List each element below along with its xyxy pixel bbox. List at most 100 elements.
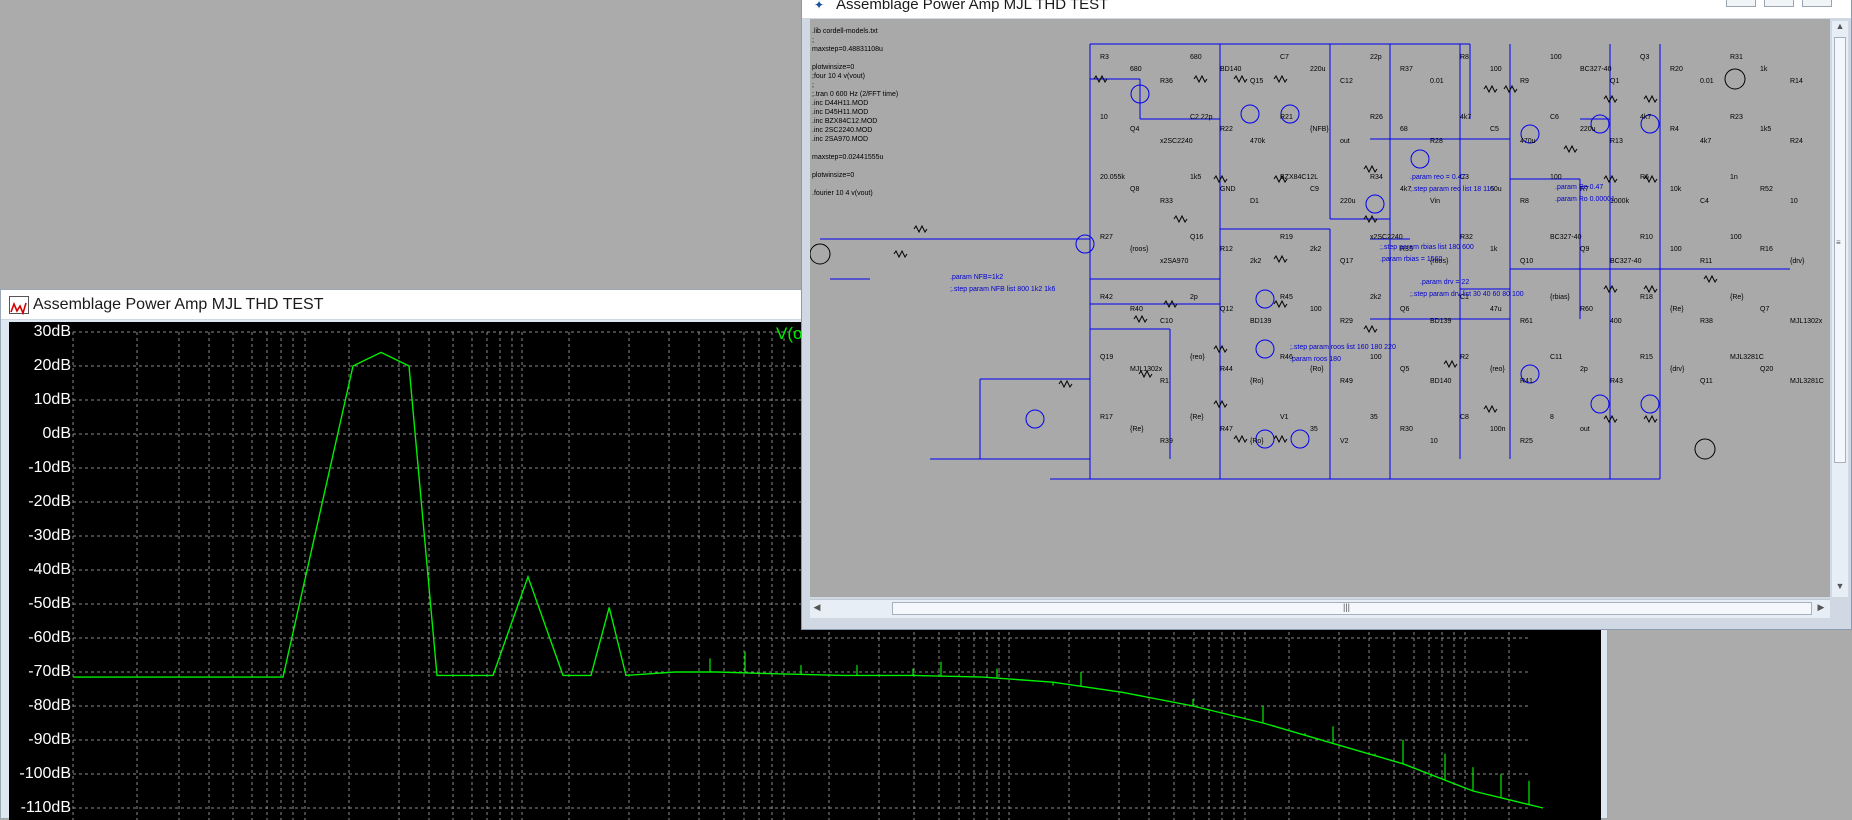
component-label[interactable]: 1n <box>1730 174 1738 181</box>
component-label[interactable]: 0.01 <box>1700 78 1714 85</box>
component-label[interactable]: V2 <box>1340 438 1349 445</box>
component-label[interactable]: x2SA970 <box>1160 258 1189 265</box>
component-label[interactable]: C9 <box>1310 186 1319 193</box>
component-label[interactable]: 680 <box>1130 66 1142 73</box>
resistor-symbol[interactable] <box>913 224 928 234</box>
component-label[interactable]: {Ro} <box>1310 366 1324 373</box>
component-label[interactable]: 10 <box>1430 438 1438 445</box>
spice-directive[interactable]: ;.step param drv list 30 40 60 80 100 <box>1410 291 1524 298</box>
component-label[interactable]: 2p <box>1580 366 1588 373</box>
component-label[interactable]: {Re} <box>1730 294 1744 301</box>
component-label[interactable]: Q7 <box>1760 306 1769 313</box>
component-label[interactable]: 68 <box>1400 126 1408 133</box>
component-label[interactable]: R52 <box>1760 186 1773 193</box>
spice-directive[interactable]: ;.step param NFB list 800 1k2 1k6 <box>950 286 1056 293</box>
component-label[interactable]: 10 <box>1790 198 1798 205</box>
component-label[interactable]: 35 <box>1310 426 1318 433</box>
component-label[interactable]: C1 <box>1460 294 1469 301</box>
component-label[interactable]: R25 <box>1520 438 1533 445</box>
component-label[interactable]: R39 <box>1160 438 1173 445</box>
component-label[interactable]: 2p <box>1190 294 1198 301</box>
component-label[interactable]: {roos} <box>1130 246 1149 253</box>
maximize-button[interactable] <box>1764 0 1794 7</box>
resistor-symbol[interactable] <box>1163 299 1178 309</box>
component-label[interactable]: BC327-40 <box>1580 66 1612 73</box>
resistor-symbol[interactable] <box>1603 414 1618 424</box>
component-label[interactable]: {Re} <box>1190 414 1204 421</box>
component-label[interactable]: R4 <box>1670 126 1679 133</box>
transistor-symbol[interactable] <box>1255 339 1275 359</box>
component-label[interactable]: R36 <box>1160 78 1173 85</box>
component-label[interactable]: Q6 <box>1400 306 1409 313</box>
component-label[interactable]: R20 <box>1670 66 1683 73</box>
component-label[interactable]: C2 22p <box>1190 114 1213 121</box>
component-label[interactable]: BZX84C12L <box>1280 174 1318 181</box>
scroll-down-icon[interactable]: ▼ <box>1835 581 1845 591</box>
component-label[interactable]: 100n <box>1490 426 1506 433</box>
component-label[interactable]: R42 <box>1100 294 1113 301</box>
component-label[interactable]: R2 <box>1460 354 1469 361</box>
component-label[interactable]: Q12 <box>1220 306 1233 313</box>
component-label[interactable]: Q4 <box>1130 126 1139 133</box>
resistor-symbol[interactable] <box>1503 84 1518 94</box>
resistor-symbol[interactable] <box>1483 404 1498 414</box>
component-label[interactable]: C7 <box>1280 54 1289 61</box>
component-label[interactable]: 8 <box>1550 414 1554 421</box>
component-label[interactable]: {roos} <box>1430 258 1449 265</box>
component-label[interactable]: {reo} <box>1190 354 1205 361</box>
component-label[interactable]: R1 <box>1160 378 1169 385</box>
component-label[interactable]: 10 <box>1100 114 1108 121</box>
component-label[interactable]: Q5 <box>1400 366 1409 373</box>
schematic-canvas[interactable]: .lib cordell-models.txt;maxstep=0.488311… <box>810 19 1830 597</box>
component-label[interactable]: {NFB} <box>1310 126 1329 133</box>
component-label[interactable]: {Re} <box>1670 306 1684 313</box>
component-label[interactable]: Q11 <box>1700 378 1713 385</box>
component-label[interactable]: 0.01 <box>1430 78 1444 85</box>
component-label[interactable]: R46 <box>1280 354 1293 361</box>
component-label[interactable]: Q19 <box>1100 354 1113 361</box>
component-label[interactable]: 470k <box>1250 138 1266 145</box>
spice-directive[interactable]: .param drv = 22 <box>1420 279 1469 286</box>
component-label[interactable]: Q16 <box>1190 234 1203 241</box>
component-label[interactable]: MJL1302x <box>1790 318 1823 325</box>
component-label[interactable]: 1000k <box>1610 198 1630 205</box>
component-label[interactable]: BC327-40 <box>1550 234 1582 241</box>
component-label[interactable]: R40 <box>1130 306 1143 313</box>
vertical-scrollbar[interactable]: ▲ ≡ ▼ <box>1832 21 1848 597</box>
component-label[interactable]: D1 <box>1250 198 1259 205</box>
component-label[interactable]: BD139 <box>1430 318 1452 325</box>
component-label[interactable]: R35 <box>1400 246 1413 253</box>
component-label[interactable]: R11 <box>1700 258 1712 265</box>
component-label[interactable]: R60 <box>1580 306 1593 313</box>
spice-directive[interactable]: .param rbias = 1560 <box>1380 256 1443 263</box>
component-label[interactable]: 2k2 <box>1370 294 1381 301</box>
component-label[interactable]: GND <box>1220 186 1236 193</box>
resistor-symbol[interactable] <box>1273 174 1288 184</box>
resistor-symbol[interactable] <box>1443 359 1458 369</box>
component-label[interactable]: Q10 <box>1520 258 1533 265</box>
component-label[interactable]: C4 <box>1700 198 1709 205</box>
component-label[interactable]: MJL1302x <box>1130 366 1163 373</box>
component-label[interactable]: C10 <box>1160 318 1173 325</box>
component-label[interactable]: 1k5 <box>1190 174 1201 181</box>
component-label[interactable]: R18 <box>1640 294 1653 301</box>
component-label[interactable]: R27 <box>1100 234 1113 241</box>
transistor-symbol[interactable] <box>1640 394 1660 414</box>
scroll-left-icon[interactable]: ◀ <box>813 602 821 612</box>
resistor-symbol[interactable] <box>1483 84 1498 94</box>
component-label[interactable]: R8 <box>1460 54 1469 61</box>
resistor-symbol[interactable] <box>1643 414 1658 424</box>
resistor-symbol[interactable] <box>1138 369 1153 379</box>
resistor-symbol[interactable] <box>1603 94 1618 104</box>
component-label[interactable]: 60u <box>1490 186 1502 193</box>
horizontal-scrollbar[interactable]: ◀ ||| ▶ <box>810 599 1830 618</box>
scroll-right-icon[interactable]: ▶ <box>1817 602 1825 612</box>
resistor-symbol[interactable] <box>1273 254 1288 264</box>
fft-trace[interactable] <box>73 351 1544 809</box>
transistor-symbol[interactable] <box>1520 124 1540 144</box>
component-label[interactable]: R8 <box>1520 198 1529 205</box>
resistor-symbol[interactable] <box>1603 284 1618 294</box>
component-label[interactable]: 22p <box>1370 54 1382 61</box>
schematic-window-titlebar[interactable]: ✦ Assemblage Power Amp MJL THD TEST <box>802 0 1851 19</box>
component-label[interactable]: R34 <box>1370 174 1383 181</box>
